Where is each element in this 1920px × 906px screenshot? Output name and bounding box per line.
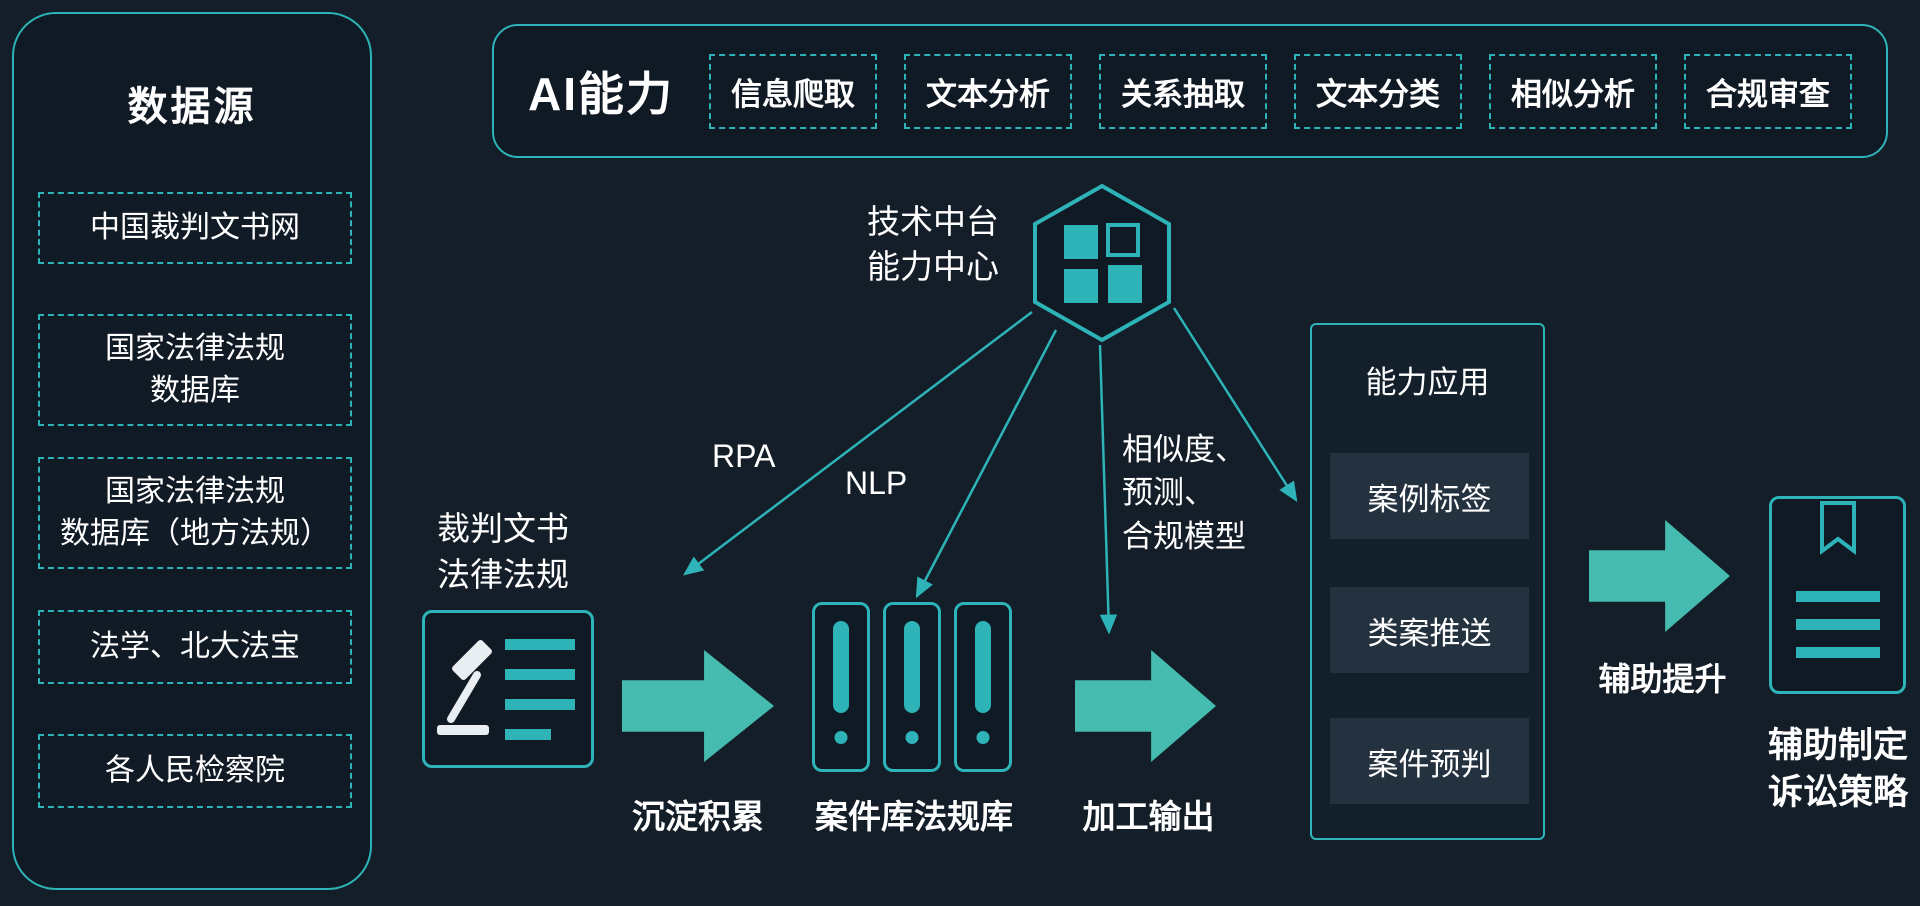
ai-capability-item: 相似分析 (1489, 53, 1657, 129)
ai-capability-title: AI能力 (528, 68, 674, 120)
flow-arrow (1589, 520, 1730, 632)
data-source-item: 各人民检察院 (38, 734, 352, 808)
nlp-label: NLP (845, 465, 908, 501)
data-source-item: 中国裁判文书网 (38, 192, 352, 264)
step-label-process: 加工输出 (1082, 798, 1215, 835)
book-icon (883, 602, 941, 772)
book-icon (954, 602, 1012, 772)
book-icon (812, 602, 870, 772)
ai-capability-item: 合规审查 (1684, 53, 1852, 129)
source-label: 裁判文书 法律法规 (437, 510, 569, 594)
judgment-document-icon (422, 610, 594, 768)
data-source-title: 数据源 (127, 85, 257, 129)
platform-hexagon-icon (1022, 183, 1182, 343)
ai-capability-panel: AI能力 信息爬取 文本分析 关系抽取 文本分类 相似分析 合规审查 (492, 24, 1888, 158)
step-label-assist: 辅助提升 (1598, 661, 1727, 697)
flow-arrow (1075, 650, 1216, 762)
ai-capability-item: 信息爬取 (709, 53, 877, 129)
result-label: 辅助制定 诉讼策略 (1767, 726, 1908, 813)
data-source-item: 法学、北大法宝 (38, 610, 352, 684)
capability-application-item: 类案推送 (1330, 587, 1529, 673)
capability-application-item: 案件预判 (1330, 718, 1529, 804)
capability-application-item: 案例标签 (1330, 453, 1529, 539)
case-library-icon (812, 602, 1016, 772)
step-label-accumulate: 沉淀积累 (632, 798, 764, 835)
capability-application-panel: 能力应用 案例标签 类案推送 案件预判 (1310, 323, 1545, 840)
flow-arrow (622, 650, 774, 762)
platform-label: 技术中台 能力中心 (867, 203, 999, 285)
data-source-item: 国家法律法规 数据库 (38, 314, 352, 426)
ai-capability-item: 文本分类 (1294, 53, 1462, 129)
data-source-panel: 数据源 中国裁判文书网 国家法律法规 数据库 国家法律法规 数据库（地方法规） … (12, 12, 372, 890)
capability-application-title: 能力应用 (1365, 365, 1490, 400)
models-label: 相似度、 预测、 合规模型 (1122, 432, 1246, 554)
strategy-document-icon (1769, 496, 1906, 694)
data-source-item: 国家法律法规 数据库（地方法规） (38, 457, 352, 569)
rpa-label: RPA (712, 438, 776, 474)
ai-capability-item: 关系抽取 (1099, 53, 1267, 129)
step-label-library: 案件库法规库 (815, 798, 1013, 835)
ai-capability-item: 文本分析 (904, 53, 1072, 129)
